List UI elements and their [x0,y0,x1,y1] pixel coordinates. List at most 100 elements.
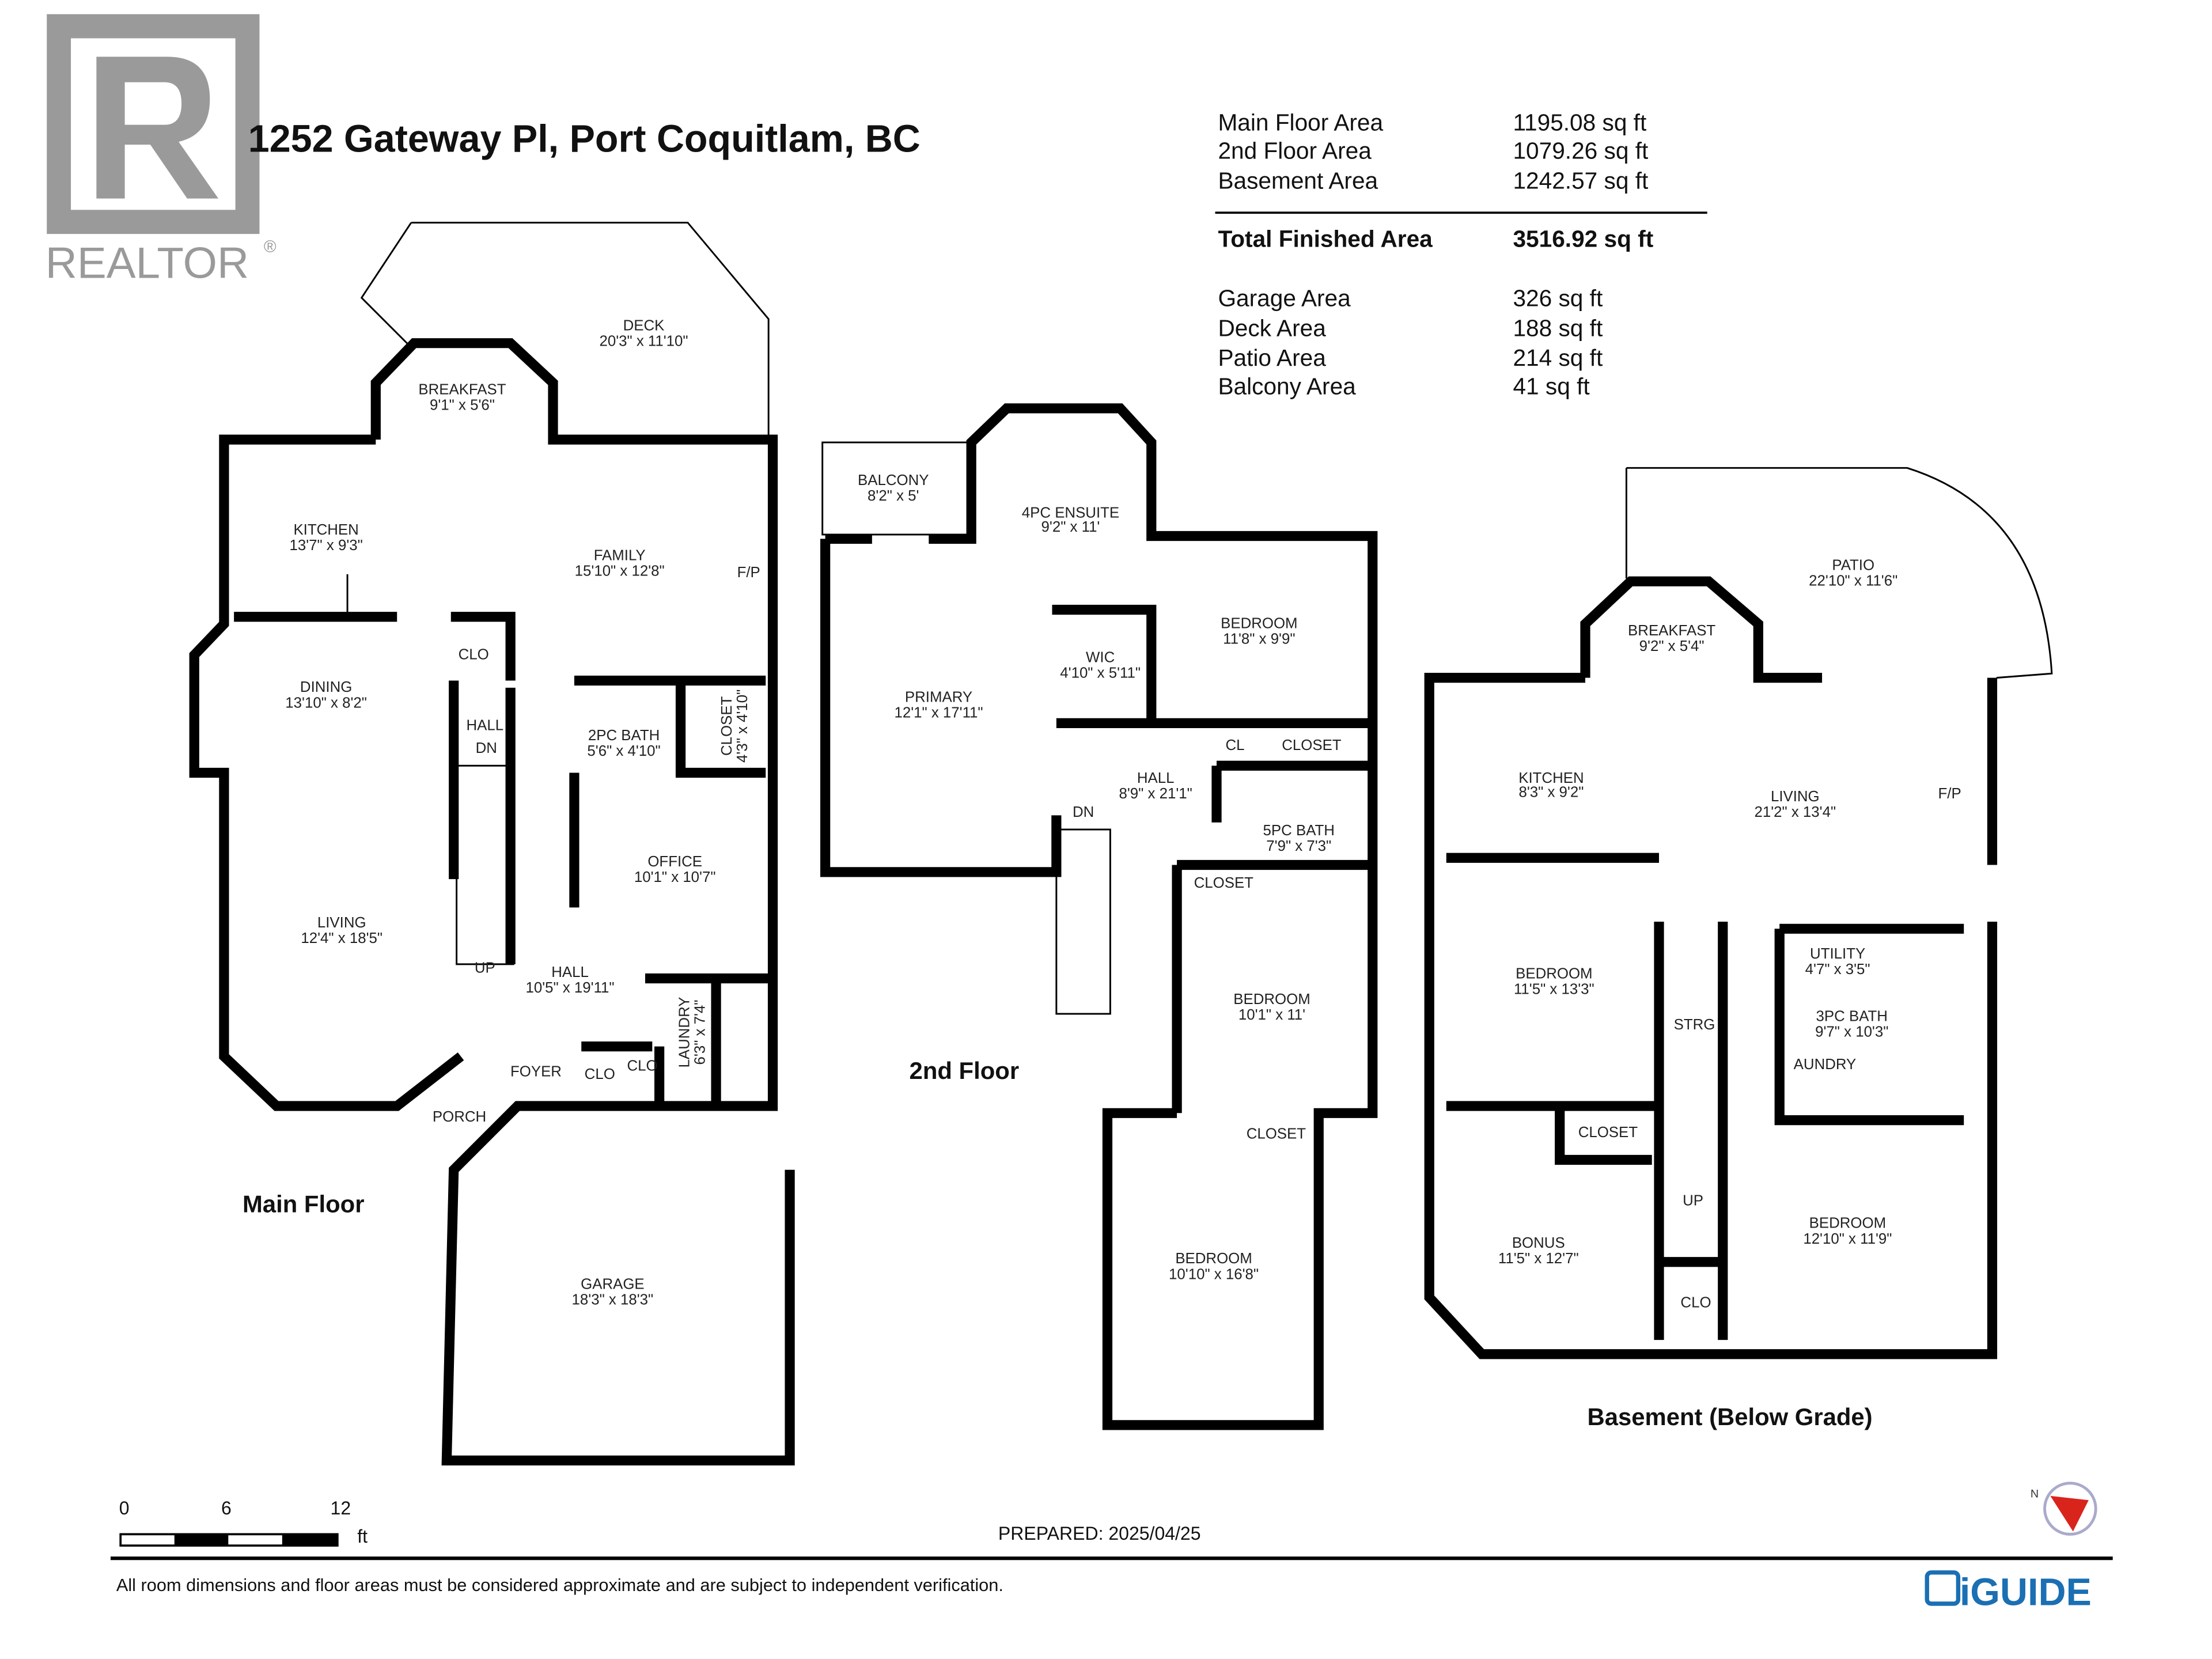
svg-text:12'10" x 11'9": 12'10" x 11'9" [1803,1231,1892,1247]
svg-text:FOYER: FOYER [510,1063,562,1080]
svg-text:CLOSET: CLOSET [719,696,735,756]
svg-text:3PC BATH: 3PC BATH [1816,1008,1888,1024]
svg-text:2PC BATH: 2PC BATH [588,728,660,744]
svg-text:CLO: CLO [627,1058,658,1074]
svg-text:11'5" x 12'7": 11'5" x 12'7" [1498,1251,1579,1267]
svg-text:BALCONY: BALCONY [858,472,929,488]
svg-text:41 sq ft: 41 sq ft [1513,373,1589,399]
svg-text:HALL: HALL [551,964,589,980]
svg-text:4'10" x 5'11": 4'10" x 5'11" [1060,665,1141,681]
svg-text:12: 12 [331,1498,351,1518]
realtor-logo: REALTOR ® [46,14,276,287]
svg-text:BEDROOM: BEDROOM [1516,965,1592,982]
svg-text:2nd Floor Area: 2nd Floor Area [1218,138,1372,164]
svg-text:UP: UP [1683,1192,1703,1209]
svg-text:10'1" x 10'7": 10'1" x 10'7" [634,869,716,885]
svg-text:12'1" x 17'11": 12'1" x 17'11" [894,705,983,721]
scale-bar: 0 6 12 ft [119,1498,368,1547]
svg-text:®: ® [264,237,276,256]
svg-text:11'5" x 13'3": 11'5" x 13'3" [1514,982,1594,998]
svg-text:8'2" x 5': 8'2" x 5' [868,488,919,504]
svg-text:LIVING: LIVING [317,915,366,931]
svg-text:13'7" x 9'3": 13'7" x 9'3" [290,537,363,554]
svg-text:10'5" x 19'11": 10'5" x 19'11" [525,980,614,996]
svg-text:9'7" x 10'3": 9'7" x 10'3" [1815,1024,1888,1040]
svg-text:Main Floor Area: Main Floor Area [1218,109,1383,135]
svg-text:PORCH: PORCH [433,1109,486,1125]
svg-text:4PC ENSUITE: 4PC ENSUITE [1022,505,1119,521]
compass-icon: N [2031,1482,2097,1536]
svg-text:BEDROOM: BEDROOM [1221,615,1297,631]
svg-text:HALL: HALL [467,718,504,734]
svg-text:BEDROOM: BEDROOM [1175,1251,1252,1267]
svg-text:8'3" x 9'2": 8'3" x 9'2" [1518,784,1584,800]
svg-text:12'4" x 18'5": 12'4" x 18'5" [301,930,382,946]
svg-text:214 sq ft: 214 sq ft [1513,344,1603,371]
svg-text:FAMILY: FAMILY [594,547,646,563]
prepared-date: PREPARED: 2025/04/25 [998,1523,1201,1544]
svg-text:4'7" x 3'5": 4'7" x 3'5" [1805,961,1870,978]
svg-text:4'3" x 4'10": 4'3" x 4'10" [734,690,751,763]
svg-text:F/P: F/P [1938,786,1961,802]
svg-text:BREAKFAST: BREAKFAST [1628,623,1715,639]
svg-text:CLO: CLO [1680,1295,1711,1311]
svg-text:6: 6 [221,1498,232,1518]
svg-text:LIVING: LIVING [1771,789,1820,805]
svg-text:22'10" x 11'6": 22'10" x 11'6" [1809,573,1897,589]
svg-text:7'9" x 7'3": 7'9" x 7'3" [1266,838,1331,854]
iguide-logo: iGUIDE [1925,1570,2092,1613]
svg-text:Basement Area: Basement Area [1218,167,1378,194]
svg-text:9'2" x 11': 9'2" x 11' [1041,519,1100,535]
svg-text:DN: DN [476,740,497,756]
svg-text:6'3" x 7'4": 6'3" x 7'4" [692,1000,708,1065]
svg-text:10'10" x 16'8": 10'10" x 16'8" [1169,1266,1259,1282]
svg-text:3516.92 sq ft: 3516.92 sq ft [1513,225,1653,252]
svg-text:CLOSET: CLOSET [1247,1126,1306,1142]
svg-text:Garage Area: Garage Area [1218,285,1351,312]
svg-text:Total Finished Area: Total Finished Area [1218,225,1433,252]
svg-text:1195.08 sq ft: 1195.08 sq ft [1513,109,1646,135]
svg-text:PATIO: PATIO [1832,558,1874,574]
svg-text:1079.26 sq ft: 1079.26 sq ft [1513,138,1648,164]
svg-text:CLO: CLO [585,1066,615,1082]
svg-text:BEDROOM: BEDROOM [1809,1215,1886,1232]
svg-text:DINING: DINING [300,679,352,695]
basement-label: Basement (Below Grade) [1588,1403,1873,1430]
svg-text:KITCHEN: KITCHEN [293,522,358,538]
svg-text:LAUNDRY: LAUNDRY [676,997,692,1068]
svg-text:9'2" x 5'4": 9'2" x 5'4" [1639,638,1705,654]
area-table: Main Floor Area 1195.08 sq ft 2nd Floor A… [1215,109,1707,399]
svg-text:CL: CL [1225,737,1244,753]
svg-text:AUNDRY: AUNDRY [1794,1056,1857,1073]
svg-text:BONUS: BONUS [1512,1235,1565,1251]
svg-text:21'2" x 13'4": 21'2" x 13'4" [1754,804,1836,820]
svg-text:CLOSET: CLOSET [1282,737,1342,753]
svg-text:0: 0 [119,1498,130,1518]
svg-text:GARAGE: GARAGE [581,1277,645,1293]
svg-text:WIC: WIC [1086,650,1115,666]
svg-text:DN: DN [1073,804,1094,820]
svg-text:UP: UP [475,960,495,976]
svg-text:13'10" x 8'2": 13'10" x 8'2" [285,695,367,711]
svg-text:1242.57 sq ft: 1242.57 sq ft [1513,167,1648,194]
svg-text:OFFICE: OFFICE [647,854,702,870]
svg-text:326 sq ft: 326 sq ft [1513,285,1603,312]
svg-text:CLOSET: CLOSET [1578,1124,1638,1141]
svg-text:PRIMARY: PRIMARY [905,689,972,705]
page-title: 1252 Gateway Pl, Port Coquitlam, BC [248,118,921,160]
svg-text:9'1" x 5'6": 9'1" x 5'6" [430,397,495,413]
svg-text:UTILITY: UTILITY [1810,946,1865,962]
svg-text:Patio Area: Patio Area [1218,344,1326,371]
svg-text:BEDROOM: BEDROOM [1233,991,1310,1007]
svg-text:iGUIDE: iGUIDE [1960,1571,2092,1613]
svg-text:HALL: HALL [1137,770,1175,786]
svg-text:N: N [2031,1487,2039,1500]
svg-text:F/P: F/P [737,565,760,581]
svg-text:15'10" x 12'8": 15'10" x 12'8" [575,563,665,579]
svg-text:8'9" x 21'1": 8'9" x 21'1" [1119,786,1192,802]
svg-text:ft: ft [357,1526,368,1547]
svg-text:188 sq ft: 188 sq ft [1513,315,1603,341]
